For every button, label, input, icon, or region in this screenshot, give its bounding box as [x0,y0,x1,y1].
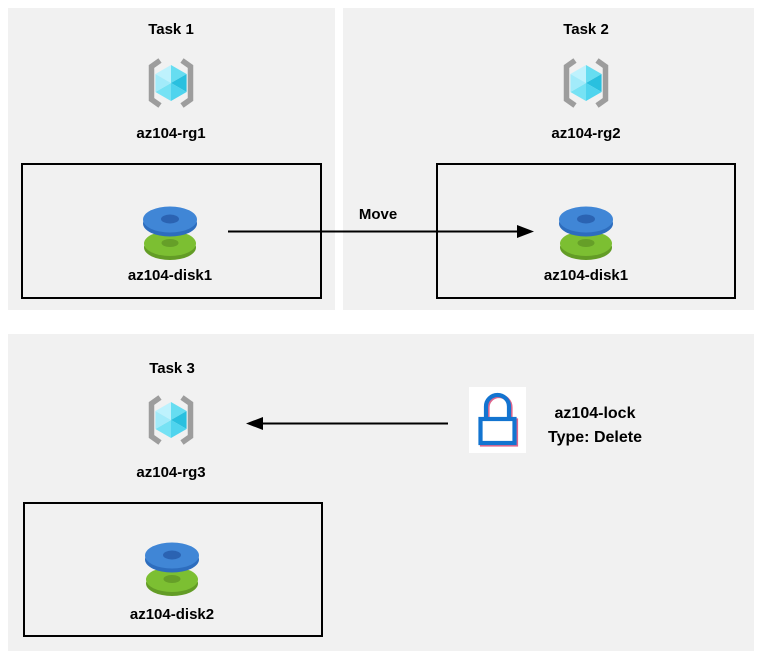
lock-arrow-icon [246,417,448,430]
lock-icon [478,392,519,447]
rg3-label: az104-rg3 [136,464,206,481]
disk2-label-task3: az104-disk2 [129,606,215,623]
disk-icon-task1 [143,206,197,260]
lock-icon-container [469,387,526,453]
resource-group-icon-rg3 [148,395,194,445]
lock-name-label: az104-lock [554,405,636,422]
panel-task2 [343,8,754,310]
disk-icon-task3 [145,542,199,596]
rg1-label: az104-rg1 [136,125,206,142]
move-arrow-icon [228,225,534,238]
disk-box-task3 [23,502,323,637]
task1-title: Task 1 [148,21,194,38]
lock-type-label: Type: Delete [548,429,642,446]
resource-group-icon-rg1 [148,58,194,108]
disk-icon-task2 [559,206,613,260]
move-label: Move [358,206,398,223]
lock-label-block: az104-lock Type: Delete [495,402,695,450]
rg2-label: az104-rg2 [551,125,621,142]
task2-title: Task 2 [563,21,609,38]
resource-group-icon-rg2 [563,58,609,108]
disk1-label-task1: az104-disk1 [127,267,213,284]
disk1-label-task2: az104-disk1 [543,267,629,284]
panel-task3 [8,334,754,651]
task3-title: Task 3 [149,360,195,377]
